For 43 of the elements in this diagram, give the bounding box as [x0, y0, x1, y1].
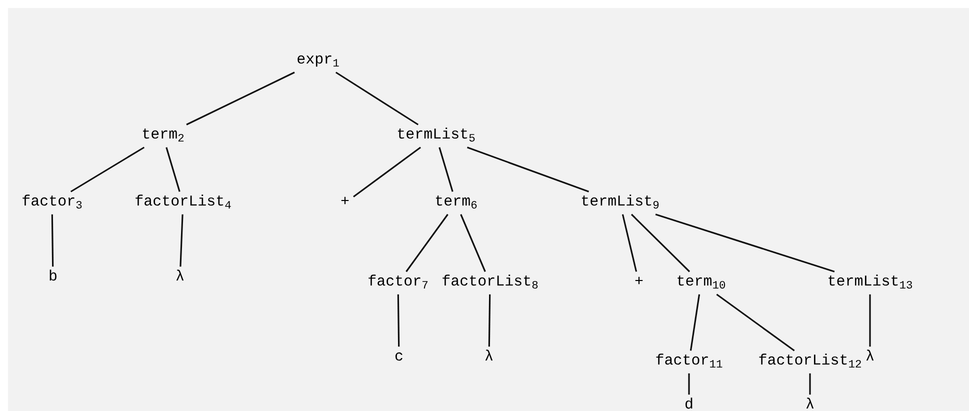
tree-edge [438, 147, 454, 192]
tree-node-label: term$_{2}$ [140, 126, 186, 146]
tree-edge [655, 214, 835, 272]
tree-node-label: b [46, 268, 60, 288]
tree-edge [630, 214, 690, 272]
tree-edge [51, 214, 54, 267]
tree-node-label: λ [804, 396, 816, 411]
tree-node-label: + [338, 194, 352, 212]
tree-node-label: λ [174, 268, 186, 288]
tree-node-label: factorList$_{12}$ [756, 352, 864, 372]
tree-node-label: term$_{10}$ [674, 274, 728, 292]
tree-edge [186, 72, 295, 126]
tree-edge [488, 294, 491, 347]
tree-node-label: factor$_{7}$ [366, 274, 430, 292]
tree-node-label: d [682, 396, 696, 411]
tree-edge [809, 373, 811, 395]
tree-node-label: factorList$_{8}$ [440, 274, 540, 292]
tree-node-label: factor$_{3}$ [20, 194, 84, 212]
tree-node-label: termList$_{13}$ [825, 274, 915, 292]
tree-edge [397, 294, 400, 347]
tree-node-label: factorList$_{4}$ [132, 194, 234, 212]
tree-edge [466, 146, 590, 192]
tree-node-label: factor$_{11}$ [653, 352, 725, 372]
tree-node-label: termList$_{5}$ [394, 126, 478, 146]
tree-edge [622, 214, 638, 272]
tree-node-label: termList$_{9}$ [578, 194, 662, 212]
tree-edge [688, 373, 690, 395]
tree-edge [180, 214, 184, 267]
tree-edge [335, 72, 419, 126]
tree-node-label: + [632, 274, 646, 292]
tree-edge [166, 147, 180, 192]
tree-edge [869, 294, 871, 347]
tree-node-label: expr$_{1}$ [294, 52, 342, 70]
tree-edge [406, 214, 448, 272]
tree-edge [460, 214, 486, 272]
tree-node-label: c [392, 348, 406, 368]
tree-node-label: λ [482, 348, 496, 368]
tree-edge [716, 294, 795, 352]
tree-node-label: λ [864, 348, 876, 368]
tree-node-label: term$_{6}$ [432, 194, 480, 212]
tree-edge [70, 146, 145, 192]
tree-edge [690, 294, 700, 351]
tree-edge [353, 146, 422, 198]
